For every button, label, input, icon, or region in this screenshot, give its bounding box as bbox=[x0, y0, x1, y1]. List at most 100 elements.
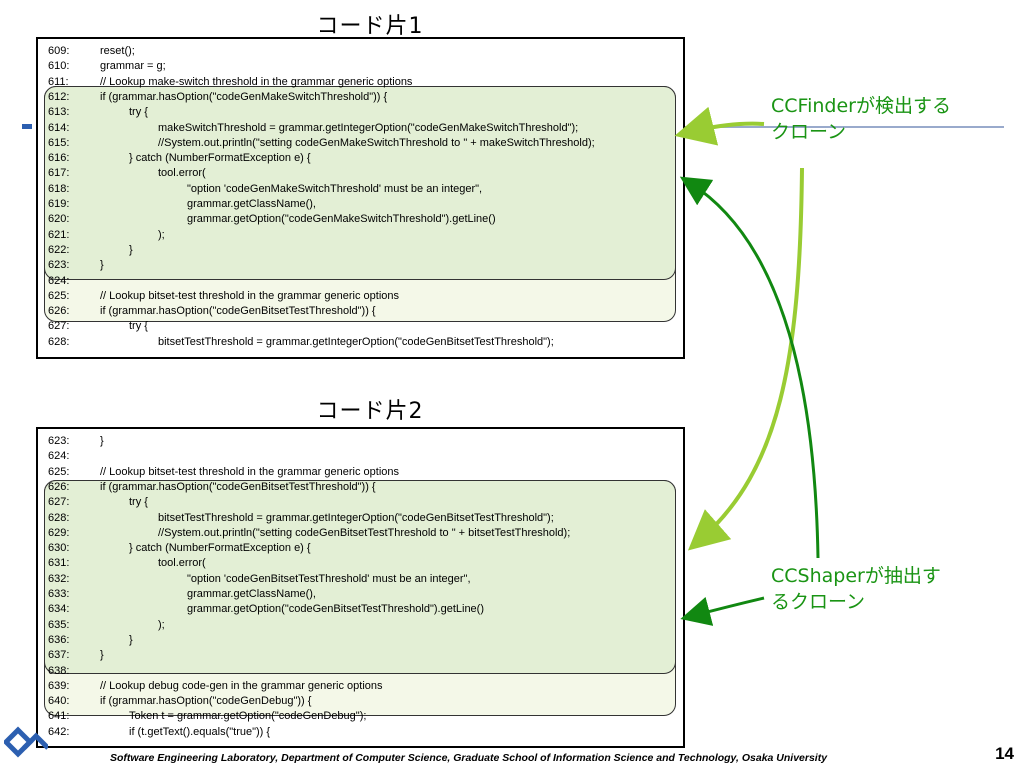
line-number: 614: bbox=[48, 121, 70, 134]
line-code: tool.error( bbox=[158, 557, 206, 570]
line-number: 640: bbox=[48, 695, 70, 708]
snippet2-title: コード片2 bbox=[316, 399, 424, 424]
ccfinder-arrow-to-snippet2 bbox=[687, 167, 804, 551]
line-number: 626: bbox=[48, 305, 70, 318]
line-number: 636: bbox=[48, 633, 70, 646]
line-code: "option 'codeGenBitsetTestThreshold' mus… bbox=[187, 572, 471, 585]
line-code: if (grammar.hasOption("codeGenBitsetTest… bbox=[100, 305, 376, 318]
line-number: 634: bbox=[48, 603, 70, 616]
line-code: if (grammar.hasOption("codeGenDebug")) { bbox=[100, 695, 312, 708]
line-number: 616: bbox=[48, 152, 70, 165]
line-number: 635: bbox=[48, 618, 70, 631]
line-code: ); bbox=[158, 228, 165, 241]
line-code: } catch (NumberFormatException e) { bbox=[129, 152, 311, 165]
line-number: 638: bbox=[48, 664, 70, 677]
line-code: bitsetTestThreshold = grammar.getInteger… bbox=[158, 511, 554, 524]
line-code: if (grammar.hasOption("codeGenMakeSwitch… bbox=[100, 90, 388, 103]
line-number: 625: bbox=[48, 289, 70, 302]
snippet1-title: コード片1 bbox=[316, 14, 424, 39]
line-code: // Lookup make-switch threshold in the g… bbox=[100, 75, 413, 88]
line-code: // Lookup bitset-test threshold in the g… bbox=[100, 289, 399, 302]
line-number: 633: bbox=[48, 588, 70, 600]
line-number: 639: bbox=[48, 679, 70, 692]
line-number: 611: bbox=[48, 75, 69, 88]
line-code: try { bbox=[129, 106, 148, 119]
line-code: try { bbox=[129, 496, 148, 509]
line-code: ); bbox=[158, 618, 165, 631]
page-number: 14 bbox=[995, 744, 1014, 763]
ccfinder-arrow-to-snippet1 bbox=[674, 106, 765, 146]
line-code: // Lookup debug code-gen in the grammar … bbox=[100, 679, 383, 692]
line-number: 628: bbox=[48, 511, 70, 524]
line-code: grammar.getClassName(), bbox=[187, 198, 316, 210]
ccfinder-clone-region-1 bbox=[44, 86, 676, 280]
line-code: if (t.getText().equals("true")) { bbox=[129, 725, 271, 738]
line-code: grammar = g; bbox=[100, 60, 166, 73]
line-number: 623: bbox=[48, 435, 70, 447]
line-code: bitsetTestThreshold = grammar.getInteger… bbox=[158, 335, 554, 348]
line-number: 641: bbox=[48, 710, 70, 723]
line-code: } bbox=[100, 259, 104, 272]
line-code: //System.out.println("setting codeGenBit… bbox=[158, 526, 571, 539]
line-number: 642: bbox=[48, 725, 70, 738]
line-number: 630: bbox=[48, 542, 70, 555]
line-code: grammar.getClassName(), bbox=[187, 588, 316, 600]
code-snippet-2: 623:} 624: 625: // Lookup bitset-test thres… bbox=[36, 427, 685, 748]
line-number: 624: bbox=[48, 274, 70, 287]
ccshaper-label-line1: CCShaperが抽出す bbox=[771, 565, 941, 587]
footer-text: Software Engineering Laboratory, Departm… bbox=[110, 752, 828, 764]
line-code: reset(); bbox=[100, 45, 135, 57]
ccfinder-clone-region-2 bbox=[44, 480, 676, 674]
line-number: 618: bbox=[48, 182, 70, 195]
header-rule bbox=[680, 126, 1004, 128]
ccshaper-arrow-to-snippet1 bbox=[679, 176, 820, 559]
snippet2-lines: 623:} 624: 625: // Lookup bitset-test thres… bbox=[38, 429, 683, 746]
line-code: Token t = grammar.getOption("codeGenDebu… bbox=[129, 710, 367, 723]
line-code: "option 'codeGenMakeSwitchThreshold' mus… bbox=[187, 182, 483, 195]
line-code: //System.out.println("setting codeGenMak… bbox=[158, 136, 595, 149]
line-code: grammar.getOption("codeGenBitsetTestThre… bbox=[187, 603, 485, 616]
line-code: } bbox=[100, 649, 104, 662]
line-number: 628: bbox=[48, 335, 70, 348]
line-code: } bbox=[129, 633, 133, 646]
line-code: } catch (NumberFormatException e) { bbox=[129, 542, 311, 555]
line-number: 624: bbox=[48, 450, 70, 463]
line-number: 631: bbox=[48, 557, 70, 570]
line-number: 619: bbox=[48, 198, 70, 210]
ccshaper-arrow-to-snippet2 bbox=[680, 596, 765, 626]
line-number: 617: bbox=[48, 167, 70, 180]
line-number: 613: bbox=[48, 106, 70, 119]
line-number: 620: bbox=[48, 213, 70, 226]
ccfinder-label: CCFinderが検出する クローン bbox=[771, 93, 951, 145]
code-snippet-1: 609: reset(); 610: grammar = g; 611: // Looku… bbox=[36, 37, 685, 359]
ccfinder-label-line2: クローン bbox=[771, 121, 847, 143]
line-number: 621: bbox=[48, 228, 70, 241]
line-code: if (grammar.hasOption("codeGenBitsetTest… bbox=[100, 480, 376, 493]
line-number: 632: bbox=[48, 572, 70, 585]
line-number: 623: bbox=[48, 259, 70, 272]
line-number: 622: bbox=[48, 243, 70, 256]
line-number: 612: bbox=[48, 90, 70, 103]
ccshaper-label-line2: るクローン bbox=[771, 591, 866, 613]
line-number: 610: bbox=[48, 60, 70, 73]
header-accent bbox=[22, 124, 32, 129]
snippet1-lines: 609: reset(); 610: grammar = g; 611: // Looku… bbox=[38, 39, 683, 357]
ccfinder-label-line1: CCFinderが検出する bbox=[771, 95, 951, 117]
line-number: 615: bbox=[48, 136, 70, 149]
line-code: makeSwitchThreshold = grammar.getInteger… bbox=[158, 121, 579, 134]
line-number: 627: bbox=[48, 496, 70, 509]
line-number: 627: bbox=[48, 320, 70, 333]
line-number: 625: bbox=[48, 465, 70, 478]
ccshaper-label: CCShaperが抽出す るクローン bbox=[771, 563, 941, 615]
lab-logo-icon bbox=[4, 726, 48, 758]
line-code: try { bbox=[129, 320, 148, 333]
line-number: 629: bbox=[48, 526, 70, 539]
line-code: grammar.getOption("codeGenMakeSwitchThre… bbox=[187, 213, 496, 226]
line-number: 626: bbox=[48, 480, 70, 493]
line-number: 637: bbox=[48, 649, 70, 662]
line-number: 609: bbox=[48, 45, 70, 57]
line-code: // Lookup bitset-test threshold in the g… bbox=[100, 465, 399, 478]
line-code: tool.error( bbox=[158, 167, 206, 180]
line-code: } bbox=[100, 435, 104, 447]
